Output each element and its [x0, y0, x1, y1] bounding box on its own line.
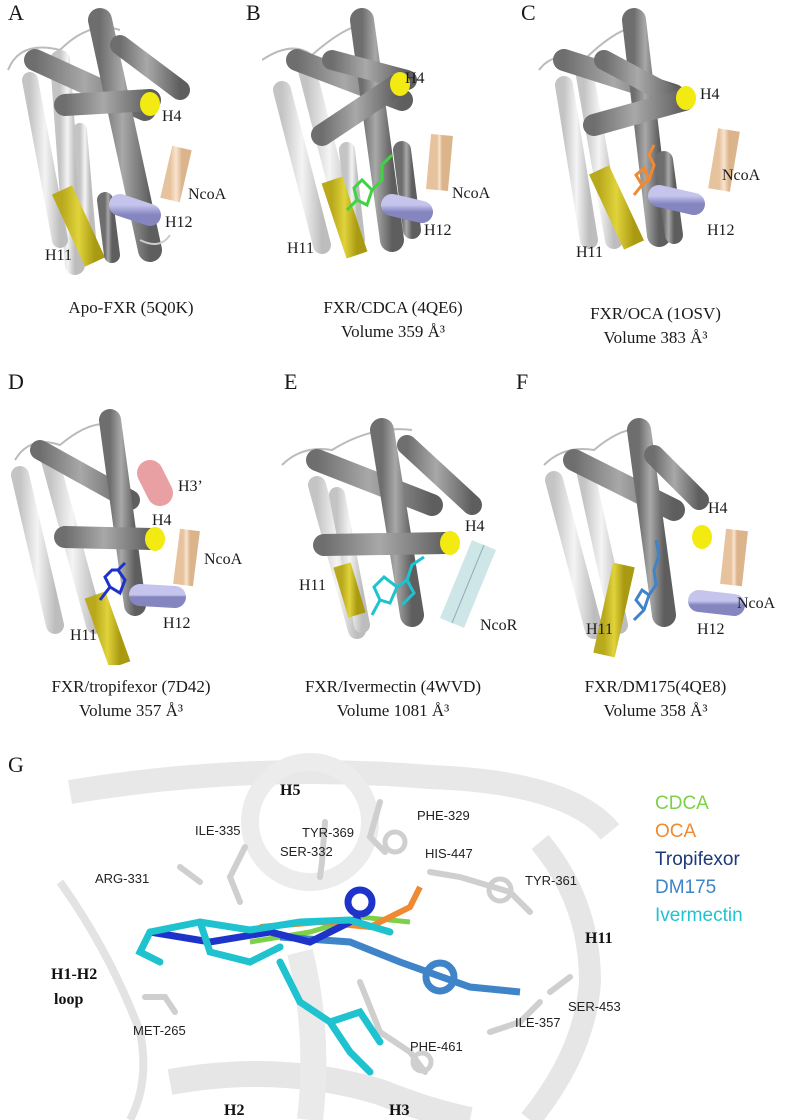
panel-letter: B — [246, 0, 261, 25]
panel-c: C H4 NcoA H11 H12 FXR/OCA (1OSV) Volume … — [521, 0, 787, 360]
caption: Apo-FXR (5Q0K) — [0, 296, 262, 320]
h12-label: H12 — [163, 615, 191, 632]
h3-prime-label: H3’ — [178, 478, 203, 495]
h4-label: H4 — [700, 86, 720, 103]
ncoa-label: NcoA — [722, 167, 761, 184]
residue-phe329: PHE-329 — [417, 808, 470, 823]
fxr-tropifexor-structure — [11, 409, 200, 665]
panel-letter: F — [516, 369, 529, 394]
panel-letter: E — [284, 369, 298, 394]
caption-line-1: FXR/tropifexor (7D42) — [51, 677, 211, 696]
helix-h2-label: H2 — [224, 1102, 244, 1119]
panel-a: A H4 NcoA H11 H12 Apo-FXR (5Q0K) — [0, 0, 262, 360]
caption-line-1: FXR/DM175(4QE8) — [584, 677, 727, 696]
panel-d: D H3’ H4 NcoA H11 H12 FXR/tropifexor (7D… — [0, 365, 262, 725]
h12-label: H12 — [707, 222, 735, 239]
ncoa-label: NcoA — [188, 186, 227, 203]
panel-g: G — [0, 752, 787, 1120]
panel-letter: D — [8, 369, 24, 394]
fxr-ivermectin-structure — [281, 418, 497, 639]
legend-oca: OCA — [655, 821, 697, 842]
dm175-ligand — [632, 539, 661, 622]
panel-letter: A — [8, 0, 24, 25]
h11-label: H11 — [586, 621, 613, 638]
h11-label: H11 — [70, 627, 97, 644]
h4-label: H4 — [152, 512, 172, 529]
fxr-oca-structure — [538, 8, 740, 250]
legend-cdca: CDCA — [655, 793, 709, 814]
legend-tropifexor: Tropifexor — [655, 849, 740, 870]
h11-label: H11 — [576, 244, 603, 261]
residue-his447: HIS-447 — [425, 846, 473, 861]
caption-line-1: FXR/Ivermectin (4WVD) — [304, 677, 482, 696]
residue-ser453: SER-453 — [568, 999, 621, 1014]
caption: FXR/DM175(4QE8) Volume 358 Å³ — [524, 675, 787, 723]
ncoa-label: NcoA — [452, 185, 491, 202]
ligand-tropifexor — [149, 886, 376, 946]
residue-tyr361: TYR-361 — [525, 873, 577, 888]
panel-letter: C — [521, 0, 536, 25]
caption-line-1: FXR/CDCA (4QE6) — [323, 298, 463, 317]
h11-label: H11 — [287, 240, 314, 257]
residue-arg331: ARG-331 — [95, 871, 149, 886]
legend-dm175: DM175 — [655, 877, 717, 898]
helix-h3-label: H3 — [389, 1102, 409, 1119]
h4-label: H4 — [708, 500, 728, 517]
h11-label: H11 — [299, 577, 326, 594]
binding-pocket-overlay: ILE-335 TYR-369 SER-332 PHE-329 ARG-331 … — [51, 753, 621, 1120]
panel-b: B H4 NcoA H11 H12 FXR/CDCA (4QE6) Volume… — [246, 0, 524, 360]
residue-tyr369: TYR-369 — [302, 825, 354, 840]
h12-label: H12 — [697, 621, 725, 638]
h11-label: H11 — [45, 247, 72, 264]
h4-label: H4 — [465, 518, 485, 535]
ligand-ivermectin — [135, 916, 394, 1076]
h4-label: H4 — [405, 70, 425, 87]
caption-line-2: Volume 357 Å³ — [79, 701, 183, 720]
h12-label: H12 — [165, 214, 193, 231]
cdca-ligand — [345, 153, 394, 212]
caption-line-1: FXR/OCA (1OSV) — [590, 304, 721, 323]
panel-letter: G — [8, 752, 24, 777]
caption: FXR/tropifexor (7D42) Volume 357 Å³ — [0, 675, 262, 723]
caption-line-1: Apo-FXR (5Q0K) — [68, 298, 194, 317]
apo-fxr-structure — [7, 8, 192, 275]
helix-h11-label: H11 — [585, 930, 613, 947]
residue-phe461: PHE-461 — [410, 1039, 463, 1054]
ligand-legend: CDCA OCA Tropifexor DM175 Ivermectin — [655, 790, 743, 930]
panel-e: E H4 H11 NcoR FXR/Ivermectin (4WVD) Volu… — [262, 365, 524, 725]
residue-ile357: ILE-357 — [515, 1015, 561, 1030]
legend-ivermectin: Ivermectin — [655, 905, 743, 926]
panel-f: F H4 NcoA H11 H12 FXR/DM175(4QE8) Volume… — [516, 365, 787, 725]
residue-ser332: SER-332 — [280, 844, 333, 859]
caption: FXR/Ivermectin (4WVD) Volume 1081 Å³ — [262, 675, 524, 723]
helix-h1h2-label: H1-H2 — [51, 966, 97, 983]
oca-ligand — [632, 144, 656, 196]
fxr-cdca-structure — [262, 8, 453, 259]
ncoa-label: NcoA — [737, 595, 776, 612]
caption-line-2: Volume 358 Å³ — [603, 701, 708, 720]
tropifexor-ligand — [98, 561, 127, 601]
ncor-label: NcoR — [480, 617, 518, 634]
h12-label: H12 — [424, 222, 452, 239]
residue-ile335: ILE-335 — [195, 823, 241, 838]
caption: FXR/CDCA (4QE6) Volume 359 Å³ — [262, 296, 524, 344]
ligand-dm175 — [279, 933, 521, 996]
caption-line-2: Volume 359 Å³ — [341, 322, 445, 341]
fxr-dm175-structure — [543, 418, 748, 658]
helix-h5-label: H5 — [280, 782, 300, 799]
h4-label: H4 — [162, 108, 182, 125]
ivermectin-ligand — [370, 555, 425, 616]
caption: FXR/OCA (1OSV) Volume 383 Å³ — [524, 302, 787, 350]
helix-h1h2-loop-label: loop — [54, 991, 83, 1008]
caption-line-2: Volume 1081 Å³ — [336, 701, 450, 720]
ncoa-label: NcoA — [204, 551, 243, 568]
residue-met265: MET-265 — [133, 1023, 186, 1038]
caption-line-2: Volume 383 Å³ — [603, 328, 708, 347]
